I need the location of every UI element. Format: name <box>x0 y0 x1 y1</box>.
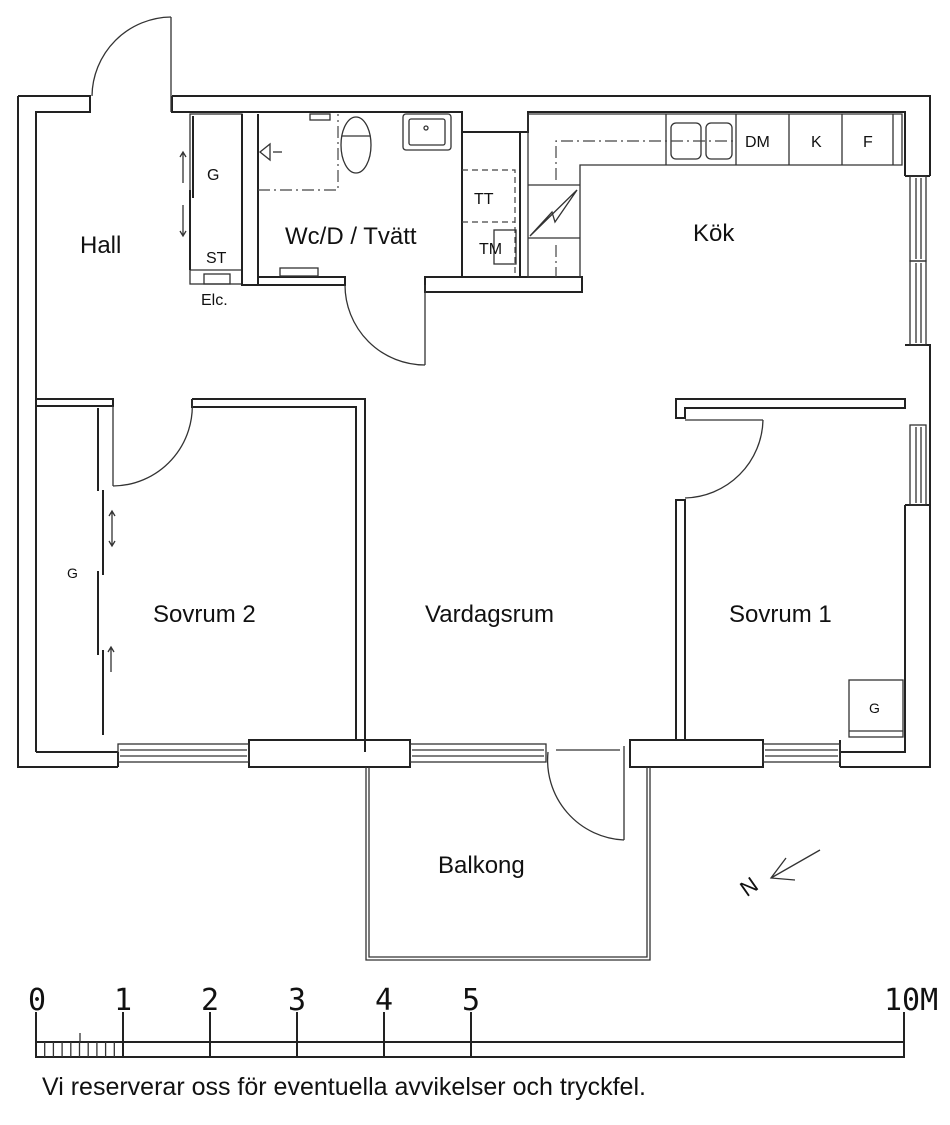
room-label-sovrum2: Sovrum 2 <box>153 601 256 628</box>
label-washing-machine: TM <box>479 241 502 258</box>
label-hall-storage: ST <box>206 250 227 267</box>
label-hall-closet: G <box>207 167 219 184</box>
wc-walls <box>241 113 583 293</box>
compass-north-label: N <box>735 872 762 902</box>
label-dishwasher: DM <box>745 134 770 151</box>
sovrum1-walls <box>675 398 906 741</box>
room-label-kok: Kök <box>693 220 735 247</box>
label-tumble-dryer: TT <box>474 191 494 208</box>
room-label-wc: Wc/D / Tvätt <box>285 223 417 250</box>
compass-arrow-icon <box>769 849 821 881</box>
scale-bar <box>35 1012 905 1058</box>
sovrum2-walls <box>36 398 366 752</box>
scale-tick-0: 0 <box>28 983 46 1018</box>
windows <box>117 175 927 763</box>
label-sovrum1-closet: G <box>869 700 880 716</box>
scale-tick-4: 4 <box>375 983 393 1018</box>
label-freezer: F <box>863 134 873 151</box>
label-fridge: K <box>811 134 822 151</box>
wc-door <box>344 284 426 366</box>
scale-tick-5: 5 <box>462 983 480 1018</box>
kitchen-counter <box>527 113 903 278</box>
scale-tick-2: 2 <box>201 983 219 1018</box>
scale-tick-1: 1 <box>114 983 132 1018</box>
room-label-hall: Hall <box>80 232 121 259</box>
scale-tick-3: 3 <box>288 983 306 1018</box>
disclaimer: Vi reserverar oss för eventuella avvikel… <box>42 1073 646 1101</box>
label-sovrum2-closet: G <box>67 565 78 581</box>
scale-tick-10: 10M <box>884 983 938 1018</box>
room-label-vardagsrum: Vardagsrum <box>425 601 554 628</box>
room-label-sovrum1: Sovrum 1 <box>729 601 832 628</box>
label-electrical: Elc. <box>201 292 228 309</box>
entrance-door <box>91 16 172 112</box>
balcony <box>365 746 651 961</box>
room-label-balkong: Balkong <box>438 852 525 879</box>
